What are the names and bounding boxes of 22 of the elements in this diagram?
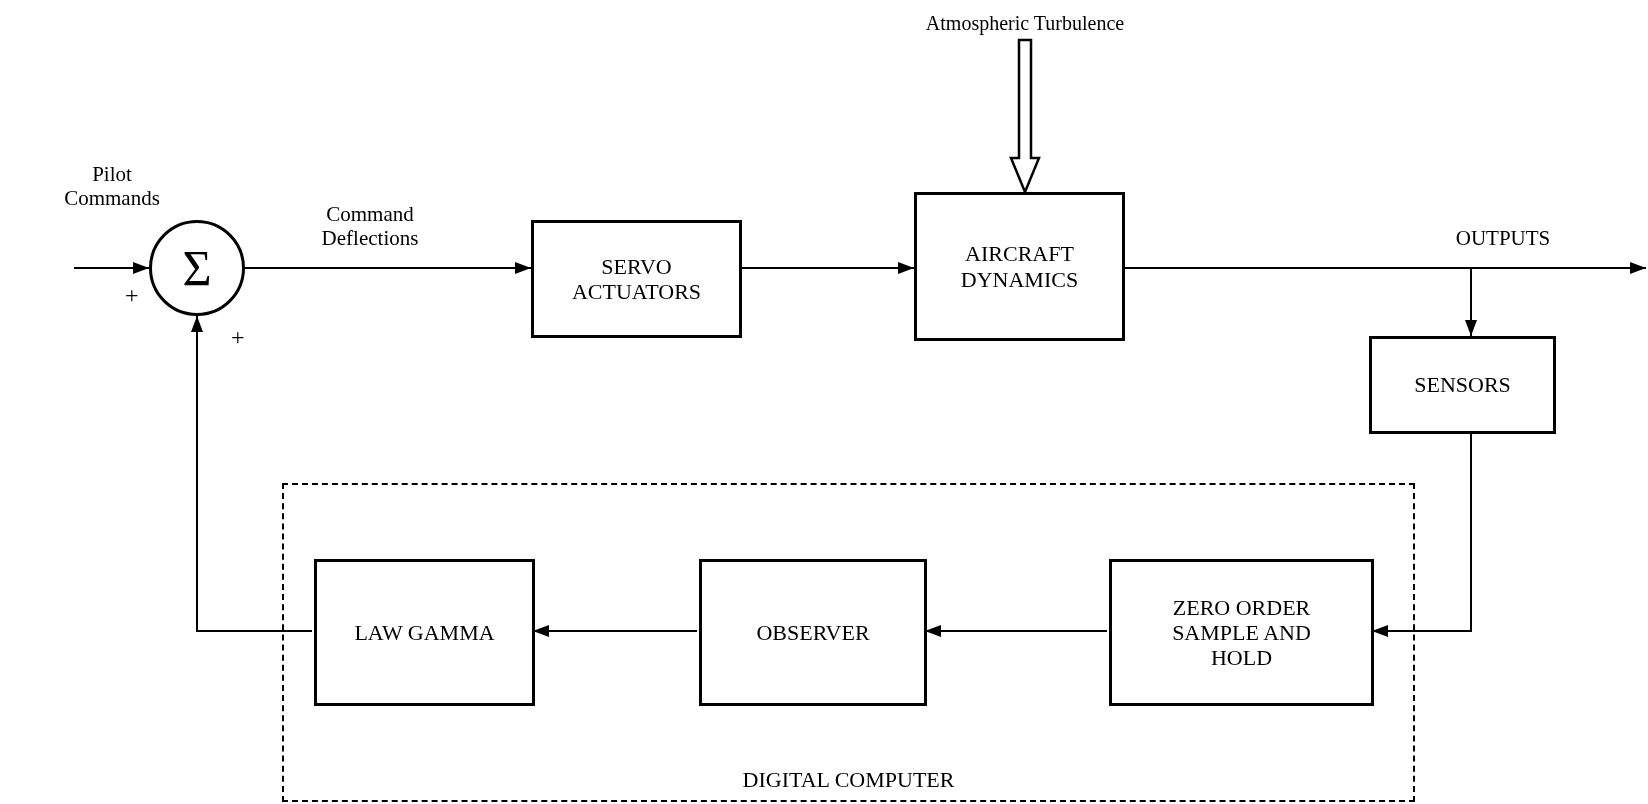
sigma-symbol: Σ bbox=[182, 243, 212, 293]
block-label: AIRCRAFT DYNAMICS bbox=[959, 241, 1080, 292]
plus-sign: + bbox=[231, 324, 245, 352]
arrow bbox=[73, 262, 150, 274]
process-box bbox=[914, 192, 1125, 341]
process-box bbox=[1109, 559, 1374, 706]
process-box bbox=[699, 559, 927, 706]
arrow bbox=[191, 315, 313, 632]
block-label: LAW GAMMA bbox=[354, 619, 495, 646]
group-label: DIGITAL COMPUTER bbox=[742, 766, 955, 792]
block-label: SENSORS bbox=[1414, 372, 1511, 398]
computer-boundary-box bbox=[282, 483, 1415, 802]
block-label: OBSERVER bbox=[756, 619, 870, 646]
plus-sign: + bbox=[125, 282, 139, 310]
block-label: SERVO ACTUATORS bbox=[570, 253, 703, 305]
arrow bbox=[244, 262, 532, 274]
process-box bbox=[314, 559, 535, 706]
process-box bbox=[1369, 336, 1556, 434]
block-label: ZERO ORDER SAMPLE AND HOLD bbox=[1171, 594, 1312, 671]
process-box bbox=[531, 220, 742, 338]
arrow bbox=[741, 262, 915, 274]
block-label: Atmospheric Turbulence bbox=[925, 11, 1125, 35]
